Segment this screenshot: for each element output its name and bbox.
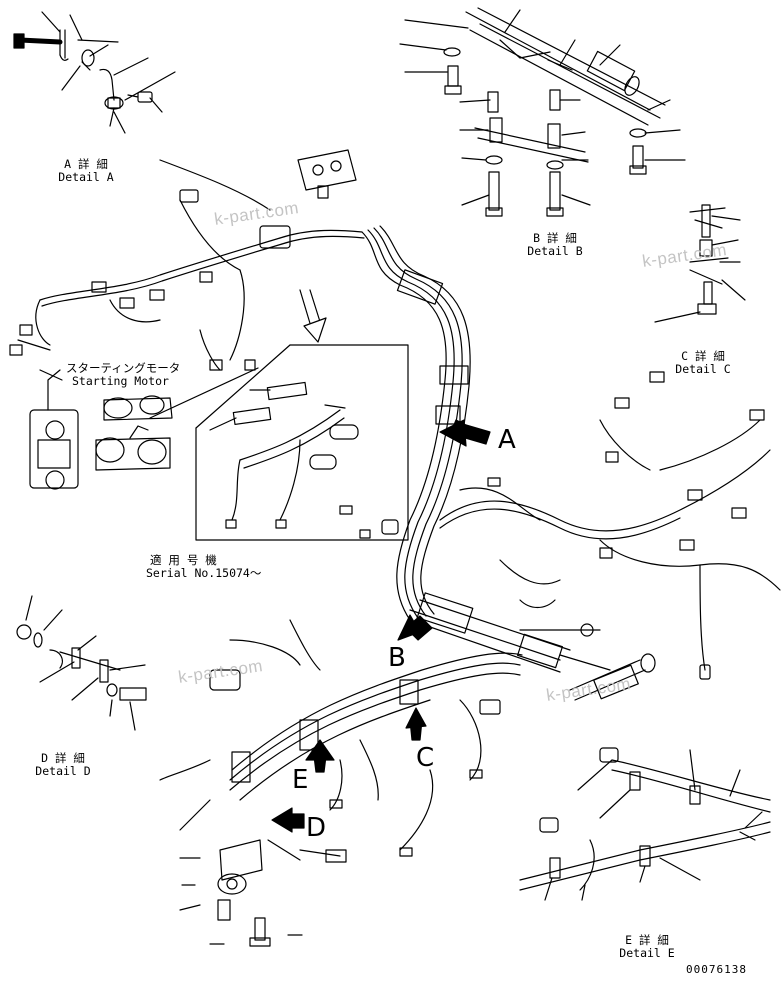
bottom-left-assembly bbox=[179, 839, 347, 947]
detail-d-jp: D 詳 細 bbox=[41, 751, 85, 765]
detail-e-drawing bbox=[519, 747, 771, 901]
detail-d-en: Detail D bbox=[35, 764, 91, 778]
detail-d-title: D 詳 細 Detail D bbox=[28, 752, 98, 778]
detail-c-en: Detail C bbox=[675, 362, 731, 376]
view-letter-a: A bbox=[498, 425, 516, 455]
detail-e-title: E 詳 細 Detail E bbox=[612, 934, 682, 960]
detail-b-jp: B 詳 細 bbox=[533, 231, 577, 245]
view-arrow-inset bbox=[299, 289, 327, 343]
detail-c-drawing bbox=[654, 204, 746, 323]
view-letter-c: C bbox=[416, 743, 435, 773]
serial-en: Serial No.15074～ bbox=[146, 566, 262, 580]
main-harness-drawing bbox=[9, 149, 781, 857]
view-letter-d: D bbox=[306, 813, 327, 843]
detail-b-title: B 詳 細 Detail B bbox=[520, 232, 590, 258]
detail-a-jp: A 詳 細 bbox=[64, 157, 108, 171]
serial-label: 適 用 号 機 Serial No.15074～ bbox=[146, 554, 261, 580]
view-arrow-d bbox=[271, 807, 305, 833]
detail-e-en: Detail E bbox=[619, 946, 675, 960]
drawing-number: 00076138 bbox=[686, 963, 747, 976]
view-letter-e: E bbox=[292, 765, 309, 795]
detail-c-jp: C 詳 細 bbox=[681, 349, 725, 363]
detail-b-en: Detail B bbox=[527, 244, 583, 258]
starting-motor-drawing bbox=[17, 339, 259, 490]
view-arrow-a bbox=[439, 419, 491, 447]
detail-d-drawing bbox=[16, 595, 147, 731]
starting-motor-jp: スターティングモータ bbox=[66, 361, 181, 375]
view-arrow-c bbox=[405, 707, 427, 741]
detail-c-title: C 詳 細 Detail C bbox=[668, 350, 738, 376]
serial-inset bbox=[195, 344, 409, 541]
detail-a-en: Detail A bbox=[58, 170, 114, 184]
detail-a-drawing bbox=[13, 11, 176, 134]
view-arrow-e bbox=[305, 739, 335, 773]
view-arrow-b bbox=[397, 614, 433, 641]
serial-jp: 適 用 号 機 bbox=[150, 553, 217, 567]
starting-motor-en: Starting Motor bbox=[72, 374, 169, 388]
starting-motor-label: スターティングモータ Starting Motor bbox=[66, 362, 180, 388]
detail-a-title: A 詳 細 Detail A bbox=[56, 158, 116, 184]
detail-b-drawing bbox=[399, 7, 686, 217]
view-letter-b: B bbox=[388, 643, 406, 673]
detail-e-jp: E 詳 細 bbox=[625, 933, 669, 947]
